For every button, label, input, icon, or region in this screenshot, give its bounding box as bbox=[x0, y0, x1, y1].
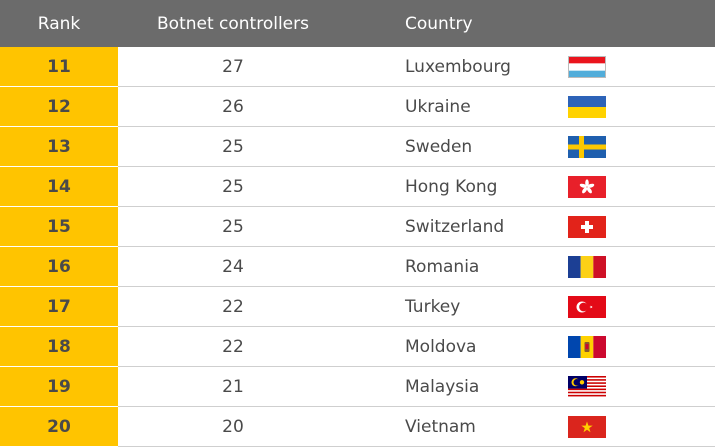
country-cell: Hong Kong bbox=[405, 176, 498, 197]
rank-header: Rank bbox=[37, 13, 81, 34]
luxembourg-flag-icon bbox=[568, 55, 606, 78]
botnet-header: Botnet controllers bbox=[157, 13, 309, 34]
country-cell: Moldova bbox=[405, 336, 477, 357]
table-row: 19 21 Malaysia bbox=[0, 367, 715, 407]
count-cell: 20 bbox=[222, 416, 244, 437]
count-cell: 27 bbox=[222, 56, 244, 77]
country-cell: Turkey bbox=[405, 296, 461, 317]
rank-cell: 11 bbox=[0, 47, 118, 87]
count-cell: 22 bbox=[222, 296, 244, 317]
rank-cell: 14 bbox=[0, 167, 118, 207]
rank-cell: 16 bbox=[0, 247, 118, 287]
moldova-flag-icon bbox=[568, 335, 606, 358]
rank-cell: 18 bbox=[0, 327, 118, 367]
hong-kong-flag-icon bbox=[568, 175, 606, 198]
switzerland-flag-icon bbox=[568, 215, 606, 238]
rank-cell: 19 bbox=[0, 367, 118, 407]
count-cell: 25 bbox=[222, 216, 244, 237]
table-row: 20 20 Vietnam bbox=[0, 407, 715, 447]
count-cell: 26 bbox=[222, 96, 244, 117]
count-cell: 21 bbox=[222, 376, 244, 397]
rank-cell: 12 bbox=[0, 87, 118, 127]
table-header: Rank Botnet controllers Country bbox=[0, 0, 715, 47]
malaysia-flag-icon bbox=[568, 375, 606, 398]
table-row: 13 25 Sweden bbox=[0, 127, 715, 167]
rank-cell: 15 bbox=[0, 207, 118, 247]
count-cell: 24 bbox=[222, 256, 244, 277]
rank-cell: 17 bbox=[0, 287, 118, 327]
vietnam-flag-icon bbox=[568, 415, 606, 438]
country-cell: Sweden bbox=[405, 136, 473, 157]
ukraine-flag-icon bbox=[568, 95, 606, 118]
table-row: 11 27 Luxembourg bbox=[0, 47, 715, 87]
table-row: 17 22 Turkey bbox=[0, 287, 715, 327]
country-cell: Ukraine bbox=[405, 96, 471, 117]
rank-cell: 13 bbox=[0, 127, 118, 167]
table-row: 15 25 Switzerland bbox=[0, 207, 715, 247]
country-cell: Vietnam bbox=[405, 416, 476, 437]
turkey-flag-icon bbox=[568, 295, 606, 318]
rank-cell: 20 bbox=[0, 407, 118, 447]
country-cell: Luxembourg bbox=[405, 56, 511, 77]
table-row: 12 26 Ukraine bbox=[0, 87, 715, 127]
country-cell: Malaysia bbox=[405, 376, 480, 397]
table-row: 18 22 Moldova bbox=[0, 327, 715, 367]
count-cell: 25 bbox=[222, 136, 244, 157]
country-header: Country bbox=[405, 13, 473, 34]
count-cell: 25 bbox=[222, 176, 244, 197]
table-row: 14 25 Hong Kong bbox=[0, 167, 715, 207]
romania-flag-icon bbox=[568, 255, 606, 278]
count-cell: 22 bbox=[222, 336, 244, 357]
country-cell: Switzerland bbox=[405, 216, 505, 237]
sweden-flag-icon bbox=[568, 135, 606, 158]
table-row: 16 24 Romania bbox=[0, 247, 715, 287]
flag-header bbox=[558, 0, 715, 47]
country-cell: Romania bbox=[405, 256, 480, 277]
